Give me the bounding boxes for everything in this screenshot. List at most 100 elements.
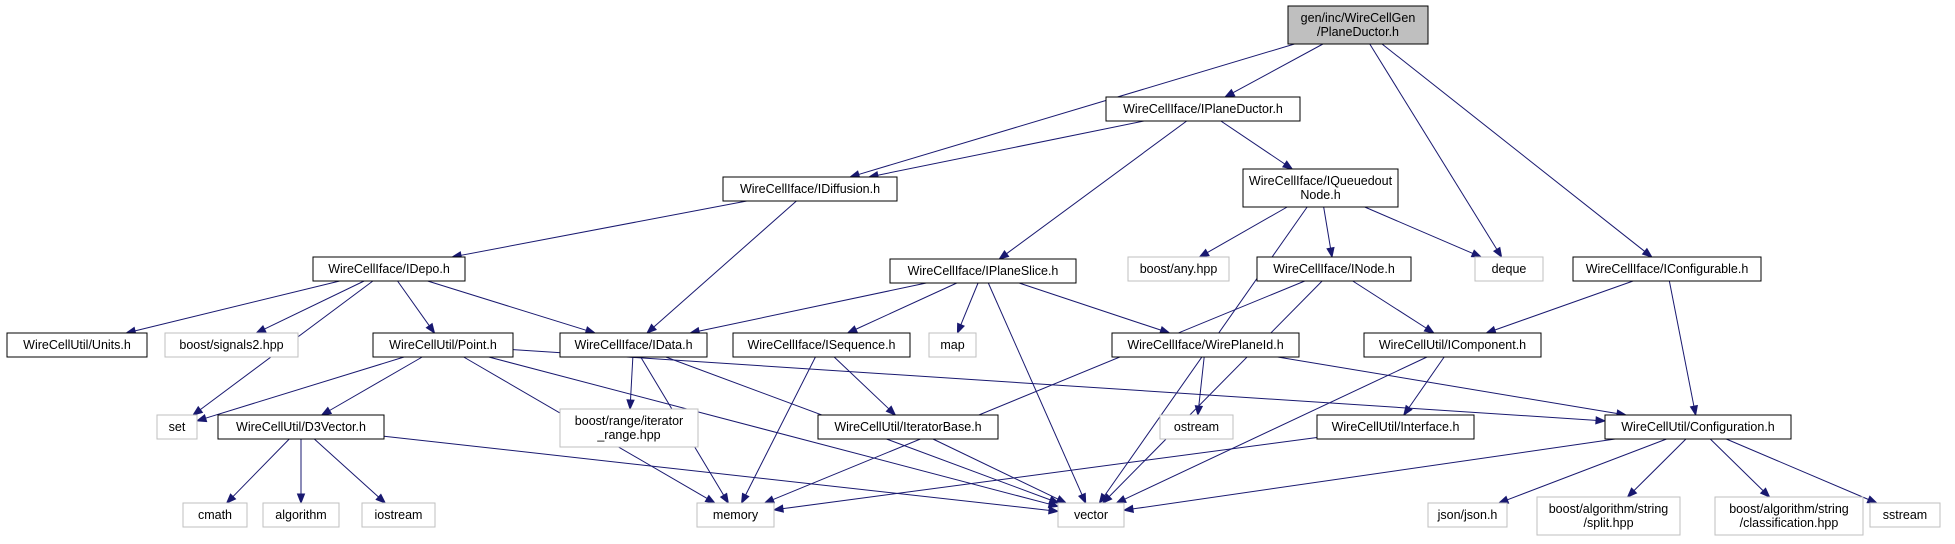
arrowhead-icon	[191, 405, 204, 416]
edge-line	[1207, 206, 1288, 253]
node-configuration[interactable]: WireCellUtil/Configuration.h	[1604, 414, 1792, 440]
arrowhead-icon	[1122, 504, 1135, 514]
node-label: /split.hpp	[1583, 516, 1633, 530]
arrowhead-icon	[1423, 324, 1435, 334]
arrowhead-icon	[1595, 416, 1607, 425]
edge-line	[1108, 280, 1323, 497]
node-label: WireCellUtil/Configuration.h	[1621, 420, 1775, 434]
edge-wireplaneid-to-configuration	[1277, 356, 1628, 418]
node-units[interactable]: WireCellUtil/Units.h	[6, 332, 148, 358]
node-box	[1869, 502, 1941, 528]
node-map: map	[928, 332, 977, 358]
node-label: iostream	[375, 508, 423, 522]
node-icomponent[interactable]: WireCellUtil/IComponent.h	[1363, 332, 1542, 358]
arrowhead-icon	[1048, 506, 1060, 515]
node-json: json/json.h	[1427, 502, 1508, 528]
node-label: WireCellUtil/D3Vector.h	[236, 420, 366, 434]
arrowhead-icon	[1641, 247, 1653, 258]
node-label: cmath	[198, 508, 232, 522]
node-box	[722, 176, 898, 202]
arrowhead-icon	[1689, 404, 1698, 417]
node-iplaneductor[interactable]: WireCellIface/IPlaneDuctor.h	[1105, 96, 1301, 122]
arrowhead-icon	[1626, 487, 1638, 498]
edge-configuration-to-split	[1626, 438, 1687, 498]
node-box	[732, 332, 911, 358]
node-label: WireCellIface/IQueuedout	[1249, 174, 1393, 188]
node-label: boost/range/iterator	[575, 414, 683, 428]
edge-isequence-to-iteratorbase	[833, 356, 897, 416]
node-label: _range.hpp	[596, 428, 660, 442]
node-label: WireCellIface/IDepo.h	[328, 262, 450, 276]
edge-line	[1124, 356, 1428, 500]
node-idepo[interactable]: WireCellIface/IDepo.h	[312, 256, 466, 282]
edge-root-to-iconfigurable	[1381, 43, 1653, 258]
edge-root-to-deque	[1369, 43, 1503, 259]
node-idata[interactable]: WireCellIface/IData.h	[559, 332, 708, 358]
edge-line	[397, 280, 430, 326]
arrowhead-icon	[1198, 248, 1210, 258]
node-label: /classification.hpp	[1740, 516, 1839, 530]
node-box	[1105, 96, 1301, 122]
node-label: deque	[1492, 262, 1527, 276]
node-cmath: cmath	[182, 502, 248, 528]
arrowhead-icon	[425, 322, 436, 335]
edge-line	[745, 356, 816, 496]
edge-line	[1352, 280, 1427, 329]
node-set: set	[156, 414, 198, 440]
arrowhead-icon	[1485, 325, 1497, 334]
node-root[interactable]: gen/inc/WireCellGen/PlaneDuctor.h	[1287, 5, 1429, 45]
edge-line	[1277, 356, 1618, 415]
arrowhead-icon	[1470, 249, 1483, 258]
node-label: algorithm	[275, 508, 326, 522]
node-point[interactable]: WireCellUtil/Point.h	[372, 332, 514, 358]
edge-configuration-to-vector	[1122, 438, 1616, 514]
edge-iplaneslice-to-wireplaneid	[1018, 282, 1171, 335]
arrowhead-icon	[1497, 495, 1510, 504]
node-isequence[interactable]: WireCellIface/ISequence.h	[732, 332, 911, 358]
edge-configuration-to-sstream	[1726, 438, 1879, 504]
edge-line	[1726, 438, 1869, 500]
node-label: boost/any.hpp	[1140, 262, 1218, 276]
edge-idepo-to-signals2	[255, 280, 365, 334]
node-label: WireCellUtil/IComponent.h	[1379, 338, 1526, 352]
edge-iplaneslice-to-map	[956, 282, 979, 335]
node-box	[1474, 256, 1544, 282]
node-idiffusion[interactable]: WireCellIface/IDiffusion.h	[722, 176, 898, 202]
arrowhead-icon	[1055, 495, 1068, 504]
edge-idepo-to-idata	[427, 280, 597, 335]
arrowhead-icon	[719, 492, 730, 505]
edge-point-to-set	[195, 356, 405, 423]
arrowhead-icon	[998, 249, 1010, 260]
edge-root-to-iplaneductor	[1223, 43, 1324, 98]
arrowhead-icon	[1281, 160, 1294, 170]
edge-icomponent-to-interface	[1403, 356, 1445, 417]
edge-line	[1408, 356, 1445, 408]
arrowhead-icon	[772, 504, 784, 513]
edge-line	[960, 282, 979, 325]
node-iplaneslice[interactable]: WireCellIface/IPlaneSlice.h	[889, 258, 1077, 284]
edge-line	[1220, 120, 1286, 165]
edge-inode-to-icomponent	[1352, 280, 1435, 334]
node-iteratorbase[interactable]: WireCellUtil/IteratorBase.h	[817, 414, 999, 440]
arrowhead-icon	[1866, 495, 1879, 504]
edge-line	[1006, 120, 1188, 255]
node-sstream: sstream	[1869, 502, 1941, 528]
node-classification: boost/algorithm/string/classification.hp…	[1714, 496, 1864, 536]
node-box	[156, 414, 198, 440]
edge-iplaneslice-to-isequence	[846, 282, 958, 334]
node-wireplaneid[interactable]: WireCellIface/WirePlaneId.h	[1111, 332, 1300, 358]
node-box	[6, 332, 148, 358]
arrowhead-icon	[1194, 405, 1204, 417]
arrowhead-icon	[1403, 404, 1413, 417]
node-inode[interactable]: WireCellIface/INode.h	[1256, 256, 1412, 282]
edge-iqueuedout-to-inode	[1323, 206, 1335, 259]
edge-configuration-to-classification	[1709, 438, 1771, 498]
node-box	[928, 332, 977, 358]
edge-idata-to-iterrange	[626, 356, 635, 411]
node-ostream: ostream	[1159, 414, 1234, 440]
node-d3vector[interactable]: WireCellUtil/D3Vector.h	[217, 414, 385, 440]
node-interface[interactable]: WireCellUtil/Interface.h	[1316, 414, 1475, 440]
arrowhead-icon	[956, 322, 965, 335]
node-iconfigurable[interactable]: WireCellIface/IConfigurable.h	[1572, 256, 1762, 282]
